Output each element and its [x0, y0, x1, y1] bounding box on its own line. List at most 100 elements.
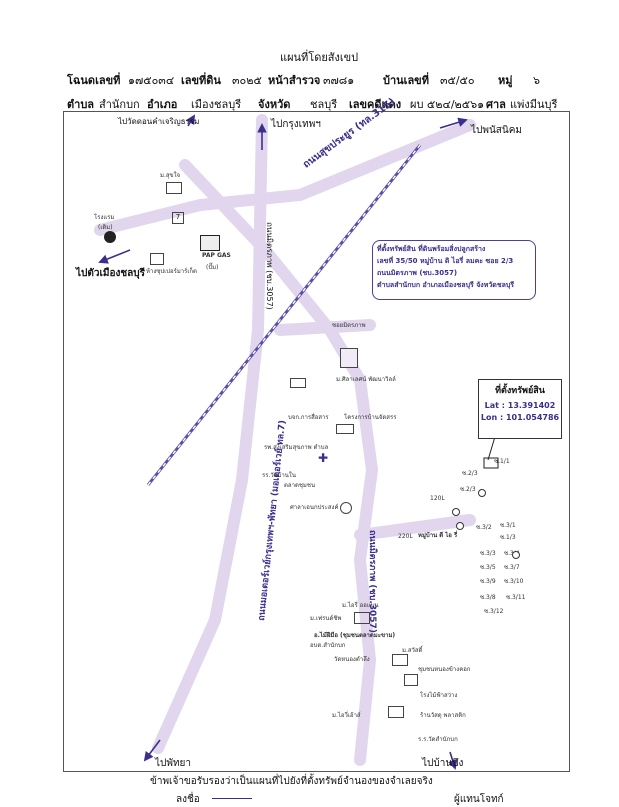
arrow-pattaya — [143, 739, 161, 762]
lm-school: รร.วัดบ้านใน — [262, 472, 296, 479]
plot-label: ซ.3/10 — [504, 578, 524, 585]
plot-label: ซ.3/7 — [504, 564, 520, 571]
plot-label: 220L — [398, 533, 413, 540]
lm-village: หมู่บ้าน ดี ไอ รี่ — [418, 532, 458, 539]
coordinates-box: ที่ตั้งทรัพย์สิน Lat : 13.391402 Lon : 1… — [478, 379, 562, 439]
lm-timber: โรงไม้ฟ้าสว่าง — [420, 692, 458, 699]
plot-label: ซ.1/3 — [500, 534, 516, 541]
arrow-phanat — [439, 117, 468, 129]
lm-sawat: ม.สวัสดิ์ — [402, 647, 423, 654]
direction-arrows — [98, 114, 468, 770]
village-no-value: ๖ — [533, 74, 540, 87]
lm-wat-nong: วัดหนองตำลึง — [334, 656, 370, 663]
plot-marker — [456, 522, 464, 530]
lm-pump: (ปั๊ม) — [206, 264, 219, 271]
sukprayoon-road — [94, 119, 476, 236]
callout-line-1: ที่ตั้งทรัพย์สิน ที่ดินพร้อมสิ่งปลูกสร้า… — [377, 245, 486, 253]
community-icon — [404, 674, 418, 686]
motorway-road — [152, 114, 268, 754]
estate-icon — [340, 348, 358, 368]
village-road — [354, 514, 476, 541]
globe-icon — [104, 231, 116, 243]
plot-label: ซ.2/3 — [460, 486, 476, 493]
callout-line-3: ถนนมิตรภาพ (ชบ.3057) — [377, 269, 458, 277]
lm-hotel: โรงแรม — [94, 214, 115, 221]
label-to-bangkok: ไปกรุงเทพฯ — [271, 119, 321, 130]
lm-friendship: ม.เฟรนด์ชิพ — [310, 615, 342, 622]
label-to-pattaya: ไปพัทยา — [155, 758, 192, 769]
subdistrict-value: สำนักบก — [99, 98, 140, 111]
survey-page-value: ๓๗๘๑ — [323, 74, 355, 87]
court-value: แพ่งมีนบุรี — [510, 98, 558, 111]
village-no-label: หมู่ — [498, 74, 513, 87]
signature-mark — [212, 790, 252, 799]
land-no-label: เลขที่ดิน — [181, 74, 221, 87]
arrow-ban-bueng — [448, 751, 458, 770]
plot-label: ซ.1/1 — [494, 458, 510, 465]
road-soi: ซอยมิตรภาพ — [332, 322, 366, 329]
plot-label: ซ.3/4 — [504, 548, 520, 558]
coord-title: ที่ตั้งทรัพย์สิน — [495, 386, 545, 396]
plot-marker — [452, 508, 460, 516]
case-no-value: ผบ ๕๒๔/๒๕๖๑ — [410, 98, 485, 111]
plot-label: 120L — [430, 495, 445, 502]
lm-ivory-urban: ม.ไอรี่ ออแบน — [342, 602, 379, 609]
plot-label: ซ.3/9 — [480, 578, 496, 585]
lm-health: รพ.ส่งเสริมสุขภาพ ตำบล — [264, 444, 329, 451]
label-to-phanat: ไปพนัสนิคม — [471, 125, 523, 136]
lm-school-samnakbok: ร.ร.วัดสำนักบก — [418, 736, 458, 743]
plot-label: ซ.3/1 — [500, 522, 516, 529]
label-to-wat: ไปวัดดอนคำเจริญธรรม — [118, 117, 200, 126]
plot-label: ซ.2/3 — [462, 470, 478, 477]
survey-page-label: หน้าสำรวจ — [268, 74, 321, 87]
lm-hall: ศาลาเอนกประสงค์ — [290, 504, 339, 511]
certification-statement: ข้าพเจ้าขอรับรองว่าเป็นแผนที่ไปยังที่ตั้… — [150, 776, 433, 787]
coord-lat: Lat : 13.391402 — [484, 401, 556, 410]
label-to-ban-bueng: ไปบ้านบึง — [422, 758, 464, 769]
deed-no-label: โฉนดเลขที่ — [67, 74, 121, 87]
lm-pap-gas: PAP GAS — [202, 252, 231, 259]
railway — [146, 144, 422, 486]
store-icon: 7 — [172, 212, 184, 224]
deed-no-value: ๑๗๕๐๓๔ — [128, 74, 175, 87]
lm-suk-jai: ม.สุขใจ — [160, 172, 181, 179]
plot-label: ซ.3/5 — [480, 564, 496, 571]
lm-housing: โครงการบ้านจัดสรร — [344, 414, 397, 421]
subdistrict-label: ตำบล — [67, 98, 95, 111]
mittraphap-road — [179, 159, 379, 766]
callout-line-2: เลขที่ 35/50 หมู่บ้าน ดิ ไอรี่ ลมคะ ซอย … — [377, 257, 514, 265]
plot-label: ซ.3/11 — [506, 594, 526, 601]
lm-community: ชุมชนหนองข้างคอก — [418, 666, 471, 673]
land-no-value: ๓๐๒๕ — [232, 74, 262, 87]
ivy-icon — [388, 706, 404, 718]
road-network — [94, 114, 476, 766]
district-label: อำเภอ — [147, 98, 178, 111]
lm-market: ตลาดชุมชน — [284, 482, 316, 489]
court-label: ศาล — [486, 98, 506, 111]
sawat-icon — [392, 654, 408, 666]
subject-plot — [483, 457, 499, 469]
lm-sao: อบต.สำนักบก — [310, 642, 346, 649]
hall-icon — [340, 502, 352, 514]
plot-marker — [478, 489, 486, 497]
house-no-value: ๓๕/๕๐ — [440, 74, 475, 87]
coord-lon: Lon : 101.054786 — [480, 413, 560, 422]
friendship-icon — [354, 612, 370, 624]
arrow-wat — [185, 114, 195, 127]
plot-label: ซ.3/8 — [480, 594, 496, 601]
label-to-chonburi: ไปตัวเมืองชลบุรี — [76, 268, 146, 279]
shop-icon — [150, 253, 164, 265]
district-value: เมืองชลบุรี — [191, 98, 242, 111]
case-no-label: เลขคดีแดง — [349, 98, 402, 111]
province-value: ชลบุรี — [310, 98, 338, 111]
building-icon — [166, 182, 182, 194]
arrow-chonburi — [98, 249, 131, 264]
lm-supermarket: ห้างซุปเปอร์มาร์เก็ต — [146, 268, 197, 275]
plot-label: ซ.3/2 — [476, 524, 492, 531]
hospital-icon: ✚ — [318, 451, 329, 465]
plot-label: ซ.3/3 — [480, 550, 496, 557]
province-label: จังหวัด — [258, 98, 291, 111]
house-no-label: บ้านเลขที่ — [383, 74, 429, 87]
lm-wood-craft: อ.ไม้ฝีมือ (ชุมชนตลาดมะขาม) — [314, 632, 396, 639]
